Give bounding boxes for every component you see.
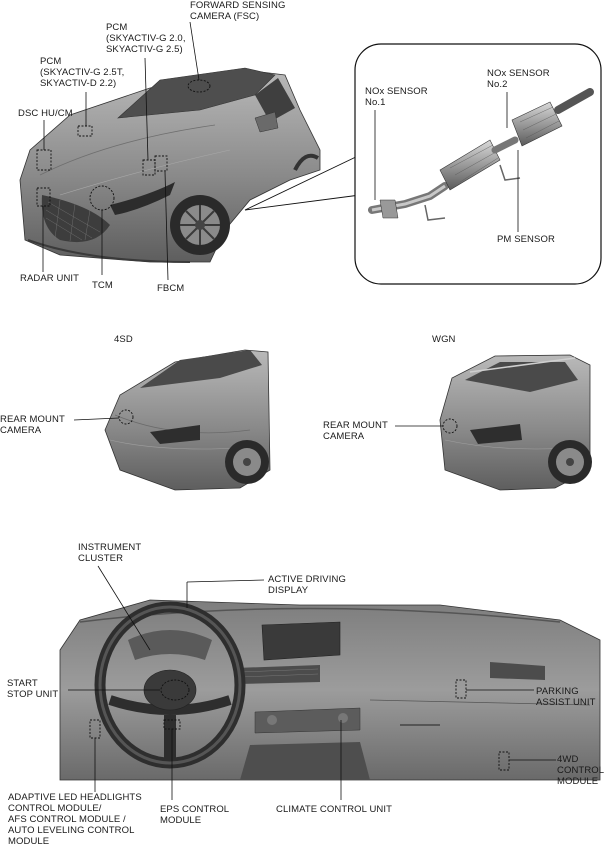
- pcm-g20-marker: [142, 155, 168, 176]
- label-climate: CLIMATE CONTROL UNIT: [276, 804, 393, 815]
- label-fbcm: FBCM: [157, 283, 185, 294]
- label-instrument-cluster: INSTRUMENT CLUSTER: [78, 542, 142, 564]
- label-pm: PM SENSOR: [497, 234, 555, 245]
- label-variant-4sd: 4SD: [114, 334, 133, 345]
- wagon-rear-illustration: [395, 354, 592, 491]
- front-car-illustration: [19, 67, 321, 263]
- label-pcm-g25t: PCM (SKYACTIV-G 2.5T, SKYACTIV-D 2.2): [40, 56, 125, 89]
- label-eps: EPS CONTROL MODULE: [160, 804, 230, 826]
- label-fsc: FORWARD SENSING CAMERA (FSC): [190, 0, 286, 22]
- label-rear-cam-4sd: REAR MOUNT CAMERA: [0, 414, 65, 436]
- label-radar: RADAR UNIT: [20, 273, 80, 284]
- dash-markers: [89, 679, 510, 771]
- label-tcm: TCM: [92, 280, 113, 291]
- parking-marker: [455, 679, 467, 699]
- sedan-rear-illustration: [73, 349, 271, 491]
- pcm-g25t-marker: [77, 125, 93, 137]
- label-parking-assist: PARKING ASSIST UNIT: [536, 686, 596, 708]
- awd-marker: [498, 751, 510, 771]
- label-rear-cam-wgn: REAR MOUNT CAMERA: [323, 420, 388, 442]
- label-start-stop: START STOP UNIT: [7, 678, 59, 700]
- label-adaptive-led: ADAPTIVE LED HEADLIGHTS CONTROL MODULE/ …: [8, 792, 142, 847]
- label-nox2: NOx SENSOR No.2: [487, 68, 550, 90]
- dashboard-illustration: [59, 599, 601, 781]
- label-nox1: NOx SENSOR No.1: [365, 86, 428, 108]
- radar-marker: [36, 187, 51, 207]
- dash-leaders: [68, 565, 556, 800]
- steering-wheel: [94, 601, 246, 769]
- rear-cam-4sd-marker: [118, 409, 134, 425]
- label-4wd: 4WD CONTROL MODULE: [557, 754, 605, 787]
- label-dsc: DSC HU/CM: [18, 108, 73, 119]
- start-stop-marker: [160, 679, 190, 701]
- front-leaders: [42, 21, 200, 281]
- label-active-display: ACTIVE DRIVING DISPLAY: [268, 574, 346, 596]
- label-pcm-g20: PCM (SKYACTIV-G 2.0, SKYACTIV-G 2.5): [106, 22, 186, 55]
- exhaust-inset: [244, 43, 602, 285]
- label-variant-wgn: WGN: [432, 334, 456, 345]
